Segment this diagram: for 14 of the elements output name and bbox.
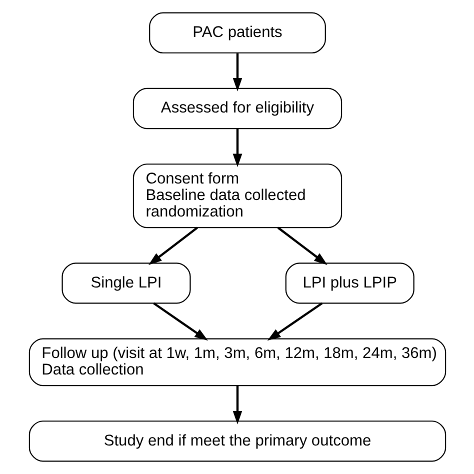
node-box: LPI plus LPIP	[284, 262, 414, 304]
node-box: Assessed for eligibility	[132, 88, 342, 130]
node-box: PAC patients	[148, 12, 326, 54]
arrow	[148, 226, 198, 266]
arrow	[232, 386, 242, 424]
node-box: Single LPI	[61, 262, 190, 304]
arrow	[276, 226, 327, 266]
node-box: Consent form Baseline data collected randomization	[132, 164, 342, 228]
arrow	[232, 53, 242, 92]
arrow	[232, 128, 242, 168]
arrow	[152, 302, 208, 341]
node-box: Study end if meet the primary outcome	[28, 420, 446, 462]
arrow	[266, 302, 322, 341]
node-box: Follow up (visit at 1w, 1m, 3m, 6m, 12m, 18m, 24m, 36m) Data collection	[28, 338, 446, 386]
